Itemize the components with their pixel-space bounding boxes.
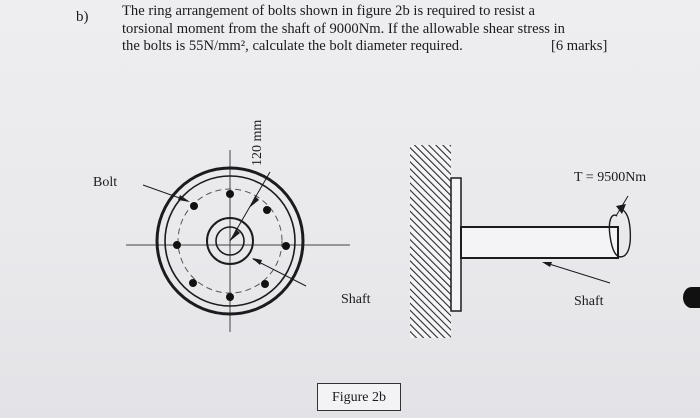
dimension-arrowhead: [249, 196, 259, 208]
question-line-2: torsional moment from the shaft of 9000N…: [122, 20, 565, 37]
leader-arrowhead: [178, 195, 190, 202]
shaft-outer-circle: [206, 217, 254, 265]
shaft-leader-line: [252, 258, 307, 287]
shaft-inner-circle: [215, 226, 245, 256]
wall-plate: [450, 177, 462, 312]
bolts: [173, 190, 290, 301]
torque-arrow: [608, 208, 632, 258]
shaft-side-view-diagram: T = 9500Nm Shaft: [410, 145, 646, 338]
bolt-label: Bolt: [93, 175, 117, 190]
torque-arrowhead: [616, 204, 626, 214]
question-line-1: The ring arrangement of bolts shown in f…: [122, 3, 535, 19]
leader-arrowhead: [252, 258, 262, 265]
dimension-arrowhead: [230, 229, 240, 241]
dimension-label: 120 mm: [250, 120, 265, 166]
shaft-body: [460, 226, 619, 259]
flange-outer-circle: [155, 166, 305, 316]
bolt: [189, 279, 197, 287]
bolt: [263, 206, 271, 214]
torque-label: T = 9500Nm: [574, 170, 646, 185]
question-text: The ring arrangement of bolts shown in f…: [122, 3, 622, 56]
torque-leader-line: [615, 195, 629, 217]
shaft-label-left: Shaft: [341, 292, 371, 307]
edge-dot: [683, 287, 700, 308]
bolt: [261, 280, 269, 288]
question-label: b): [76, 9, 89, 25]
bolt: [173, 241, 181, 249]
bolt: [190, 202, 198, 210]
bolt: [226, 190, 234, 198]
bolt: [282, 242, 290, 250]
bolt: [226, 293, 234, 301]
shaft-leader-line-right: [545, 262, 611, 284]
marks-label: [6 marks]: [551, 38, 608, 54]
question-line-3: the bolts is 55N/mm², calculate the bolt…: [122, 38, 463, 55]
leader-arrowhead: [542, 262, 552, 267]
wall-hatching: [410, 145, 451, 338]
flange-inner-circle: [164, 175, 296, 307]
bolt-ring-diagram: Bolt 120 mm Shaft: [93, 120, 371, 332]
shaft-label-right: Shaft: [574, 294, 604, 309]
figure-caption: Figure 2b: [317, 383, 401, 411]
